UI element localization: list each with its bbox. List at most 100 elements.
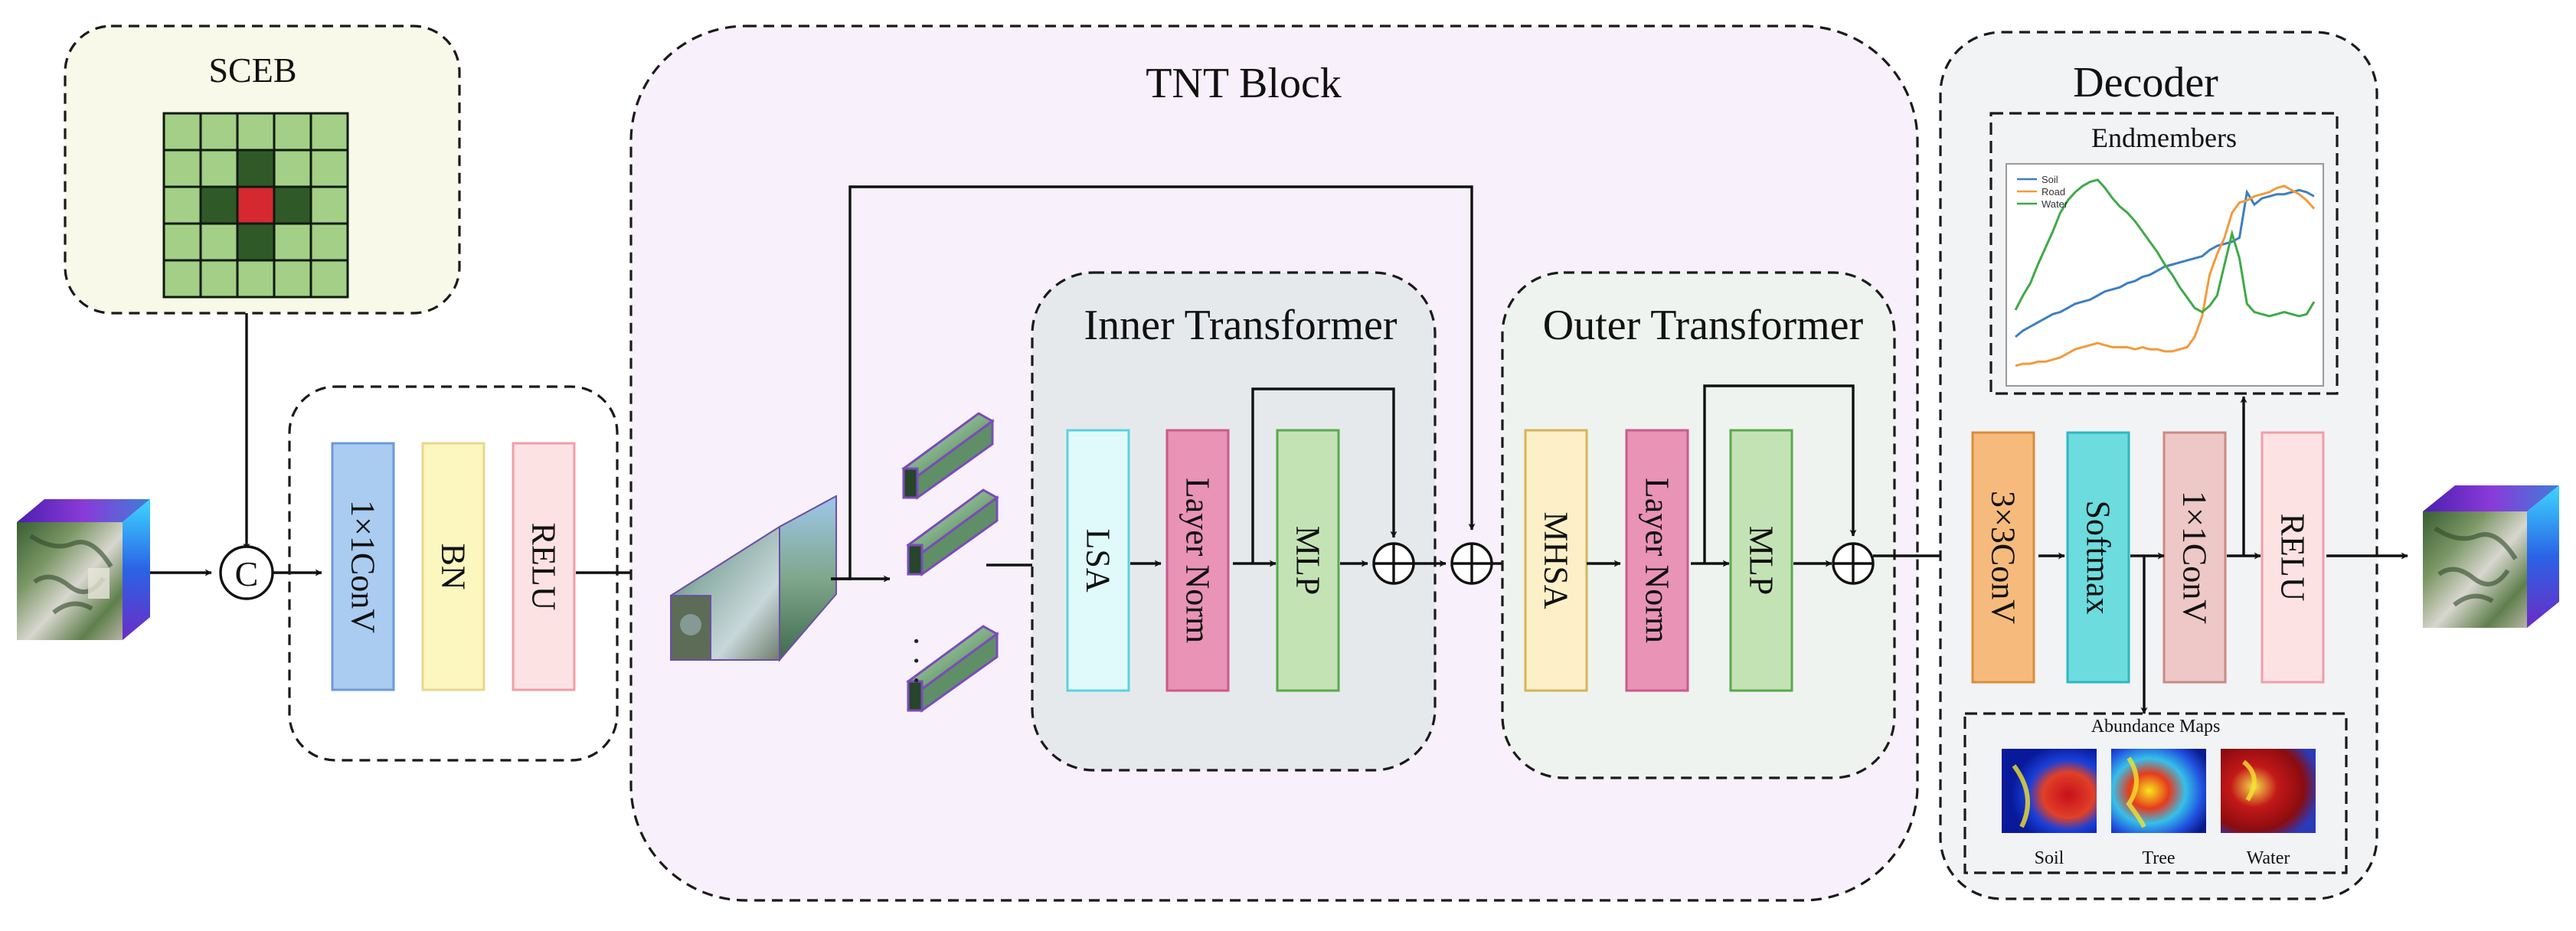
sceb-grid-cell <box>199 259 239 299</box>
abundance-map-images <box>2002 749 2316 833</box>
sceb-grid-cell <box>162 149 202 188</box>
decoder-block-conv1d: 1×1ConV <box>2162 431 2227 684</box>
outer-block-mhsa-label: MHSA <box>1538 511 1575 609</box>
sceb-grid-cell <box>273 112 312 152</box>
sceb-grid-cell <box>309 222 349 262</box>
outer-block-layernorm-label: Layer Norm <box>1639 478 1676 643</box>
abundance-maps-title: Abundance Maps <box>2091 717 2221 737</box>
feature-cube-image <box>670 495 837 662</box>
sceb-grid-cell <box>236 112 276 152</box>
inner-transformer-blocks: LSA Layer Norm MLP <box>1066 429 1340 692</box>
stem-blocks: 1×1ConV BN RELU <box>331 442 576 691</box>
inner-block-lsa-box <box>1066 429 1130 692</box>
inner-residual-connection <box>1251 387 1398 564</box>
legend-label-water: Water <box>2042 198 2068 210</box>
sceb-grid-cell <box>273 149 312 188</box>
stem-block-relu: RELU <box>512 442 576 691</box>
decoder-block-softmax-label: Softmax <box>2080 500 2117 614</box>
sceb-grid-cell <box>273 185 312 225</box>
sceb-grid-cell <box>273 222 312 262</box>
stem-block-relu-label: RELU <box>525 523 563 611</box>
outer-block-mhsa: MHSA <box>1524 429 1588 692</box>
inner-block-layernorm-label: Layer Norm <box>1179 478 1217 643</box>
sceb-grid-cell <box>309 112 349 152</box>
concat-node: C <box>219 545 274 600</box>
sceb-grid-cell <box>309 185 349 225</box>
patch-ellipsis: · · · <box>897 635 935 686</box>
sceb-grid-cell <box>162 185 202 225</box>
inner-block-mlp-label: MLP <box>1290 526 1327 595</box>
concat-symbol: C <box>235 554 259 593</box>
stem-block-bn-label: BN <box>435 543 472 590</box>
endmembers-box <box>1989 112 2339 395</box>
sceb-neighborhood-grid <box>162 112 349 299</box>
outer-residual-connection <box>1703 384 1857 564</box>
abundance-map-tree <box>2111 749 2206 833</box>
sceb-grid-cell <box>273 259 312 299</box>
outer-block-mhsa-box <box>1524 429 1588 692</box>
abundance-label-soil: Soil <box>2035 848 2064 868</box>
sceb-grid-cell <box>162 259 202 299</box>
decoder-block-relu-label: RELU <box>2274 514 2312 602</box>
sceb-grid-cell <box>309 259 349 299</box>
skip-add-node <box>1450 542 1493 585</box>
decoder-block-softmax: Softmax <box>2066 431 2130 684</box>
inner-block-mlp: MLP <box>1276 429 1340 692</box>
series-line-water <box>2014 178 2316 318</box>
outer-block-layernorm: Layer Norm <box>1625 429 1689 692</box>
outer-block-mlp-label: MLP <box>1743 526 1780 595</box>
inner-transformer-title: Inner Transformer <box>1084 302 1397 349</box>
inner-add-node <box>1372 542 1415 585</box>
sceb-grid-cell <box>199 112 239 152</box>
stem-block-relu-box <box>512 442 576 691</box>
sceb-grid-cell <box>199 222 239 262</box>
outer-block-mlp-box <box>1729 429 1793 692</box>
abundance-map-soil <box>2002 749 2097 833</box>
sceb-grid-cell <box>236 259 276 299</box>
abundance-label-water: Water <box>2247 848 2290 868</box>
decoder-block-conv1d-box <box>2162 431 2227 684</box>
sceb-grid-cell <box>162 222 202 262</box>
stem-block-conv: 1×1ConV <box>331 442 395 691</box>
legend-label-soil: Soil <box>2042 174 2058 185</box>
decoder-blocks: 3×3ConV Softmax 1×1ConV RELU <box>1971 431 2325 684</box>
legend-label-road: Road <box>2042 186 2065 198</box>
decoder-title: Decoder <box>2073 59 2218 106</box>
output-hsi-cube-image <box>2423 485 2559 628</box>
series-line-road <box>2015 185 2316 368</box>
decoder-block-relu: RELU <box>2261 431 2325 684</box>
decoder-block-conv3: 3×3ConV <box>1971 431 2035 684</box>
abundance-label-tree: Tree <box>2142 848 2175 868</box>
sceb-grid-cell <box>236 222 276 262</box>
outer-transformer-container <box>1501 271 1896 779</box>
chart-plot-area <box>2006 163 2324 387</box>
sceb-module: SCEB <box>64 24 461 315</box>
inner-block-lsa: LSA <box>1066 429 1130 692</box>
stem-block-conv-label: 1×1ConV <box>345 500 382 633</box>
outer-block-layernorm-box <box>1625 429 1689 692</box>
outer-block-mlp: MLP <box>1729 429 1793 692</box>
stem-block-conv-box <box>331 442 395 691</box>
sceb-grid-cell <box>199 149 239 188</box>
input-hsi-cube-image <box>17 499 150 640</box>
outer-transformer-blocks: MHSA Layer Norm MLP <box>1524 429 1793 692</box>
stem-block-bn-box <box>421 442 485 691</box>
decoder-block-relu-box <box>2261 431 2325 684</box>
outer-transformer-title: Outer Transformer <box>1543 302 1864 349</box>
inner-block-lsa-label: LSA <box>1080 528 1117 592</box>
sceb-grid-cell <box>236 185 276 225</box>
decoder-block-conv3-box <box>1971 431 2035 684</box>
sceb-grid-cell <box>199 185 239 225</box>
decoder-block-conv1d-label: 1×1ConV <box>2176 491 2214 624</box>
sceb-grid-cell <box>162 112 202 152</box>
sceb-title: SCEB <box>208 51 296 90</box>
tnt-block-title: TNT Block <box>1146 60 1342 107</box>
sceb-grid-cell <box>236 149 276 188</box>
inner-block-layernorm-box <box>1165 429 1230 692</box>
abundance-map-water <box>2221 749 2316 833</box>
decoder-block-conv3-label: 3×3ConV <box>1985 491 2022 624</box>
patch-tokens-image: · · · <box>897 412 999 713</box>
decoder-block-softmax-box <box>2066 431 2130 684</box>
